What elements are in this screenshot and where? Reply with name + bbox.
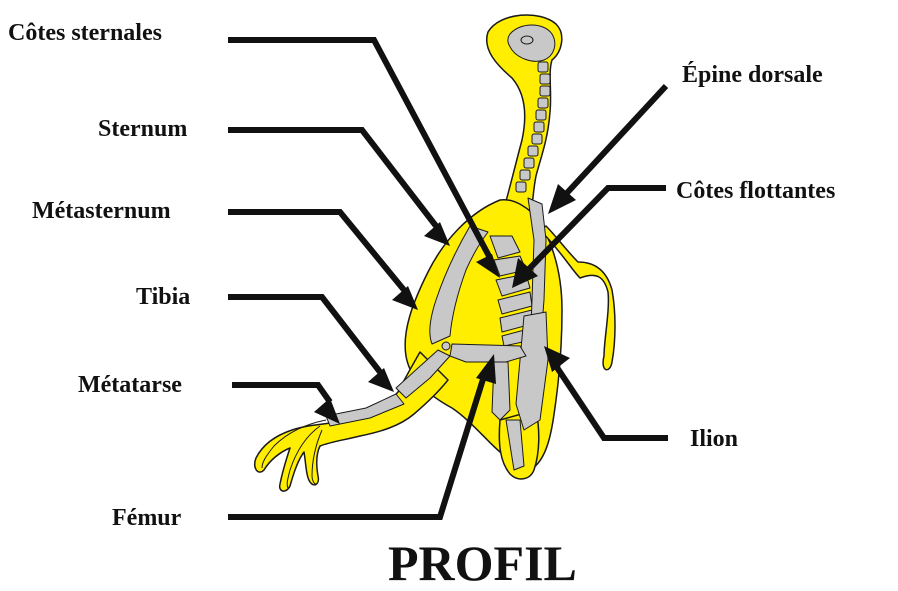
leader-tibia [228,297,380,372]
arrowhead-metasternum [392,286,418,310]
label-femur: Fémur [112,505,182,531]
diagram-title: PROFIL [388,535,577,591]
leader-epine-dorsale [566,86,666,194]
label-cotes-sternales: Côtes sternales [8,20,162,46]
bird-silhouette [255,15,615,491]
arrowhead-tibia [368,368,394,392]
label-cotes-flottantes: Côtes flottantes [676,178,835,204]
arrowhead-sternum [424,222,450,246]
leader-metatarse [232,385,330,402]
leader-cotes-sternales [228,40,490,258]
leader-metasternum [228,212,404,290]
label-ilion: Ilion [690,426,738,452]
eye-socket [521,36,533,44]
label-sternum: Sternum [98,116,187,142]
label-metasternum: Métasternum [32,198,171,224]
label-metatarse: Métatarse [78,372,182,398]
hip-joint [442,342,450,350]
femur-bone [450,344,526,362]
arrowhead-metatarse [314,398,340,424]
leader-ilion [556,366,668,438]
label-tibia: Tibia [136,284,190,310]
label-epine-dorsale: Épine dorsale [682,62,823,88]
